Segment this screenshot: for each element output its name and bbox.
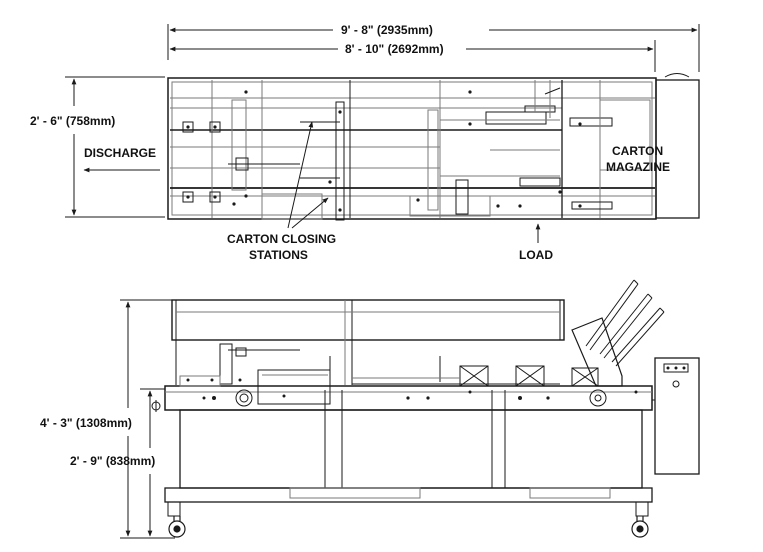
overall-length-dimension: 9' - 8" (2935mm) bbox=[341, 23, 433, 37]
discharge-label: DISCHARGE bbox=[84, 146, 156, 160]
overall-height-dimension: 4' - 3" (1308mm) bbox=[40, 416, 132, 430]
closing-stations-label-line1: CARTON CLOSING bbox=[227, 232, 336, 246]
carton-magazine-label-line2: MAGAZINE bbox=[606, 160, 670, 174]
closing-leaders bbox=[287, 121, 329, 229]
frame-length-dimension: 8' - 10" (2692mm) bbox=[345, 42, 444, 56]
dimension-texts: 9' - 8" (2935mm) 8' - 10" (2692mm) 2' - … bbox=[30, 23, 444, 468]
labels: DISCHARGE CARTON MAGAZINE CARTON CLOSING… bbox=[84, 144, 670, 262]
carton-magazine-label-line1: CARTON bbox=[612, 144, 663, 158]
load-label: LOAD bbox=[519, 248, 553, 262]
casters bbox=[168, 516, 649, 538]
caster-left bbox=[168, 520, 186, 538]
top-view bbox=[167, 73, 700, 221]
dimension-lines bbox=[65, 24, 700, 539]
caster-right bbox=[631, 520, 649, 538]
side-view bbox=[151, 279, 700, 517]
top-view-fasteners bbox=[186, 90, 582, 212]
side-view-fasteners bbox=[186, 366, 686, 400]
closing-stations-label-line2: STATIONS bbox=[249, 248, 308, 262]
table-height-dimension: 2' - 9" (838mm) bbox=[70, 454, 155, 468]
width-dimension: 2' - 6" (758mm) bbox=[30, 114, 115, 128]
